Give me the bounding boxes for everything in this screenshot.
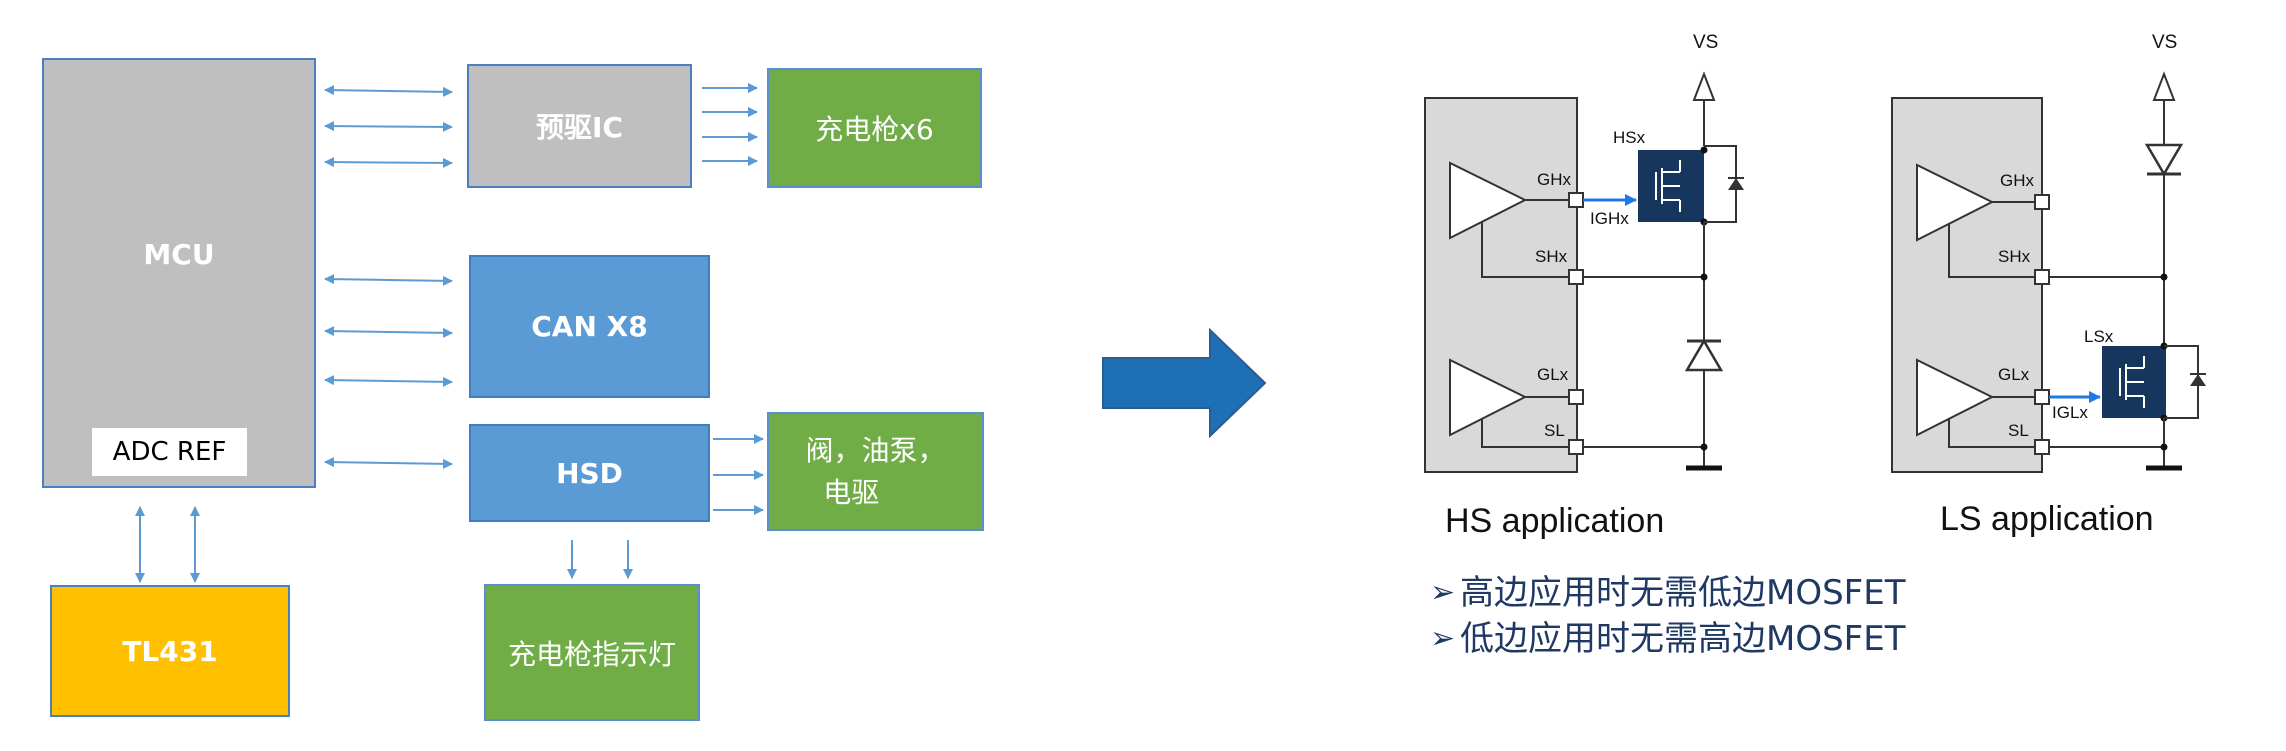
ls-iglx-label: IGLx: [2052, 403, 2088, 422]
hs-hsx-label: HSx: [1613, 128, 1646, 147]
hs-vs-label: VS: [1693, 32, 1718, 53]
ls-sl-label: SL: [2008, 421, 2029, 440]
tl431-label: TL431: [122, 634, 218, 668]
predriver-block: 预驱IC: [467, 64, 692, 188]
hsd-label: HSD: [556, 456, 623, 490]
opamp-triangle: [1916, 358, 1995, 437]
ls-lsx-label: LSx: [2084, 327, 2114, 346]
note-text: 高边应用时无需低边MOSFET: [1460, 573, 1906, 613]
notes-list: ➢ 高边应用时无需低边MOSFET ➢ 低边应用时无需高边MOSFET: [1430, 570, 1906, 662]
hs-ghx-label: GHx: [1537, 170, 1572, 189]
arrow-bullet-icon: ➢: [1430, 575, 1456, 610]
opamp-triangle: [1916, 163, 1995, 242]
diode-icon: [2190, 374, 2206, 386]
hs-glx-label: GLx: [1537, 365, 1569, 384]
note-text: 低边应用时无需高边MOSFET: [1460, 619, 1906, 659]
left-arrows: [135, 83, 764, 583]
ls-glx-label: GLx: [1998, 365, 2030, 384]
opamp-triangle: [1449, 161, 1528, 240]
hs-ighx-label: IGHx: [1590, 209, 1629, 228]
ls-caption: LS application: [1940, 500, 2154, 538]
ls-vs-label: VS: [2152, 32, 2177, 53]
can-block: CAN X8: [469, 255, 710, 398]
bidirectional-arrow: [324, 85, 453, 97]
tl431-block: TL431: [50, 585, 290, 717]
diode-icon: [1684, 338, 1724, 372]
bidirectional-arrow: [324, 375, 453, 387]
can-label: CAN X8: [531, 310, 648, 343]
valve-pump-block: 阀，油泵， 电驱: [767, 412, 984, 531]
hsd-block: HSD: [469, 424, 710, 522]
hs-caption: HS application: [1445, 502, 1664, 540]
big-right-arrow: [1102, 328, 1267, 438]
charger-gun-block: 充电枪x6: [767, 68, 982, 188]
adc-ref-label: ADC REF: [112, 437, 227, 467]
charger-indicator-label: 充电枪指示灯: [507, 637, 676, 671]
bidirectional-arrow: [324, 157, 453, 168]
predriver-label: 预驱IC: [536, 111, 623, 144]
opamp-triangle: [1449, 358, 1528, 437]
hs-schematic: GHx SHx GLx SL IGHx VS HSx: [1424, 32, 1744, 540]
charger-indicator-block: 充电枪指示灯: [484, 584, 700, 721]
charger-gun-label: 充电枪x6: [815, 113, 934, 146]
ls-shx-label: SHx: [1998, 247, 2031, 266]
note-item: ➢ 低边应用时无需高边MOSFET: [1430, 616, 1906, 662]
mcu-label: MCU: [143, 238, 215, 271]
arrow-bullet-icon: ➢: [1430, 621, 1456, 656]
valve-pump-label: 阀，油泵， 电驱: [805, 433, 946, 509]
hs-shx-label: SHx: [1535, 247, 1568, 266]
note-item: ➢ 高边应用时无需低边MOSFET: [1430, 570, 1906, 616]
bidirectional-arrow: [324, 326, 453, 338]
ls-schematic: GHx SHx GLx SL VS LSx IGLx: [1891, 32, 2206, 538]
mcu-block: MCU: [42, 58, 316, 488]
bidirectional-arrow: [324, 274, 453, 286]
diode-icon: [2144, 143, 2184, 177]
ls-ghx-label: GHx: [2000, 171, 2035, 190]
bidirectional-arrow: [324, 457, 453, 469]
hs-sl-label: SL: [1544, 421, 1565, 440]
diode-icon: [1728, 178, 1744, 190]
bidirectional-arrow: [324, 121, 453, 132]
adc-ref-block: ADC REF: [92, 428, 247, 476]
hs-ls-schematics: GHx SHx GLx SL IGHx VS HSx: [1424, 32, 2206, 540]
